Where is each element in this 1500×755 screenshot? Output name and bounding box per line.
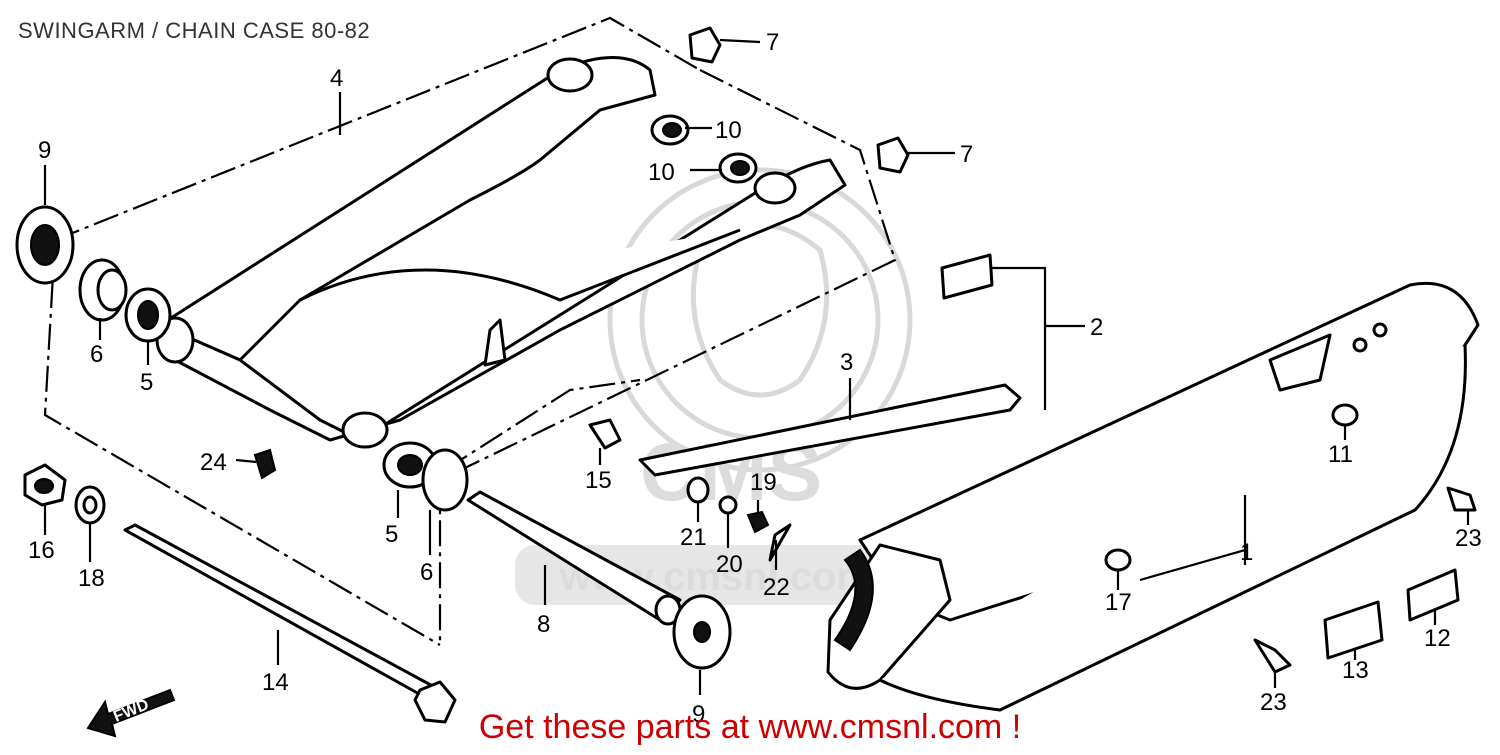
callout-9-upper: 9 — [38, 137, 51, 164]
bushing-lower — [718, 152, 758, 184]
grommet-17 — [1104, 548, 1132, 572]
adjuster-plate-lower — [876, 136, 910, 174]
needle-bearing-left — [124, 287, 172, 343]
callout-1: 1 — [1240, 539, 1253, 566]
callout-6-right: 6 — [420, 559, 433, 586]
bolt-23-lower — [1253, 638, 1292, 674]
callouts: 4 9 6 5 7 10 10 7 2 3 24 5 6 16 18 14 8 … — [28, 29, 1482, 728]
callout-16: 16 — [28, 537, 55, 564]
callout-2: 2 — [1090, 314, 1103, 341]
callout-23-upper: 23 — [1455, 525, 1482, 552]
footer-prefix: Get these parts at — [478, 708, 759, 746]
callout-18: 18 — [78, 565, 105, 592]
chain-label-13 — [1323, 600, 1384, 660]
page-title: SWINGARM / CHAIN CASE 80-82 — [18, 18, 371, 43]
chain-label-12 — [1406, 568, 1460, 622]
callout-10-upper: 10 — [715, 117, 742, 144]
callout-20: 20 — [716, 551, 743, 578]
bolt-23-upper — [1446, 486, 1477, 512]
callout-6-left: 6 — [90, 341, 103, 368]
chain-case — [826, 281, 1480, 712]
grease-nipple — [253, 448, 277, 480]
callout-17: 17 — [1105, 589, 1132, 616]
washer-20 — [718, 495, 738, 515]
adjuster-plate-upper — [688, 26, 722, 64]
callout-7-upper: 7 — [766, 29, 779, 56]
nut — [23, 463, 67, 507]
callout-8: 8 — [537, 611, 550, 638]
footer-link[interactable]: www.cmsnl.com — [758, 708, 1003, 746]
bolt-15 — [588, 418, 622, 450]
callout-21: 21 — [680, 524, 707, 551]
callout-13: 13 — [1342, 657, 1369, 684]
callout-7-lower: 7 — [960, 141, 973, 168]
callout-3: 3 — [840, 349, 853, 376]
dust-seal-lower — [672, 594, 732, 670]
callout-11: 11 — [1328, 441, 1353, 468]
callout-23-lower: 23 — [1260, 689, 1287, 716]
callout-10-lower: 10 — [648, 159, 675, 186]
footer-banner: Get these parts at www.cmsnl.com ! — [0, 708, 1500, 747]
washer-18 — [74, 485, 106, 525]
callout-4: 4 — [330, 65, 343, 92]
callout-5-left: 5 — [140, 369, 153, 396]
grommet-11 — [1331, 403, 1359, 427]
nut-19 — [746, 510, 770, 534]
collar-left — [78, 258, 128, 322]
callout-15: 15 — [585, 467, 612, 494]
callout-14: 14 — [262, 669, 289, 696]
caution-label — [940, 253, 994, 300]
bushing-upper — [650, 114, 690, 146]
pivot-bolt — [123, 523, 457, 724]
dust-seal-left — [15, 205, 75, 285]
callout-5-right: 5 — [385, 521, 398, 548]
leader-lines — [43, 38, 1470, 695]
callout-24: 24 — [200, 449, 227, 476]
footer-suffix: ! — [1002, 708, 1022, 746]
pivot-collar — [466, 490, 682, 626]
swingarm — [155, 56, 847, 449]
grommet-21 — [686, 476, 710, 504]
callout-19: 19 — [750, 469, 777, 496]
callout-22: 22 — [763, 574, 790, 601]
callout-9-lower: 9 — [692, 701, 705, 728]
collar-right — [421, 448, 469, 512]
callout-12: 12 — [1424, 625, 1451, 652]
chain-case-stay — [638, 383, 1022, 477]
boundary-lines — [43, 16, 897, 646]
